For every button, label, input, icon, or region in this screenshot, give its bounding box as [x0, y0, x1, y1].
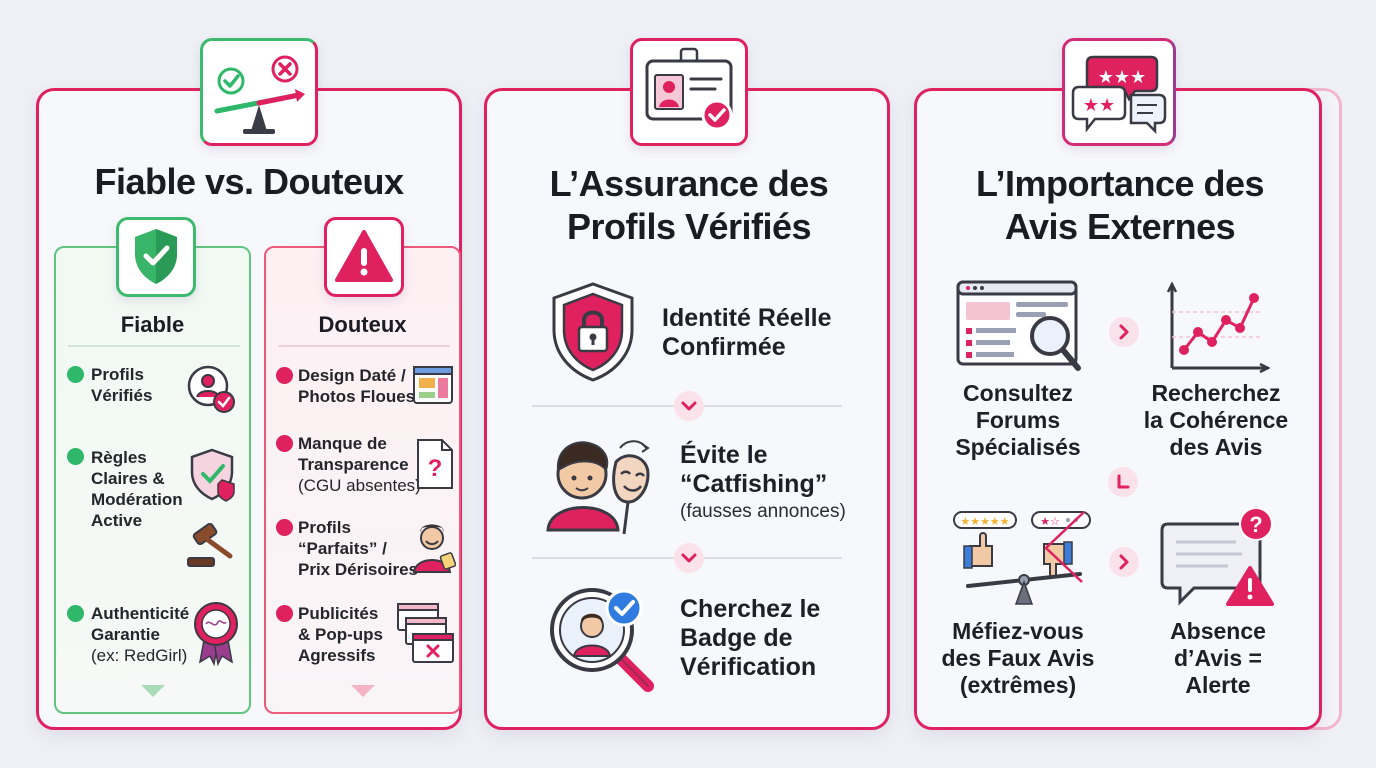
shield-lock-icon: [552, 282, 634, 382]
x-bullet-icon: [276, 367, 293, 384]
verified-user-icon: [187, 365, 235, 413]
balance-scale-icon: [214, 55, 305, 134]
verified-feature-2-note: (fausses annonces): [680, 501, 846, 522]
review-step-4: Absence d’Avis = Alerte: [1170, 618, 1266, 698]
verified-feature-2: Évite le “Catfishing”: [680, 441, 828, 498]
review-step-1: Consultez Forums Spécialisés: [955, 380, 1081, 460]
popup-windows-icon: [397, 603, 454, 663]
dated-website-icon: [413, 366, 453, 404]
check-bullet-icon: [67, 448, 84, 465]
chevron-turn-icon: [1108, 467, 1138, 497]
smiling-person-icon: [412, 524, 456, 573]
id-card-icon: [645, 47, 733, 131]
svg-text:★★★★★: ★★★★★: [960, 515, 1009, 528]
reliable-divider: [68, 345, 240, 347]
dubious-item-3: Profils “Parfaits” / Prix Dérisoires: [298, 518, 419, 579]
chevron-right-icon: [1109, 317, 1139, 347]
fake-reviews-scale-icon: ★★★★★ ★☆: [953, 511, 1091, 605]
id-card-badge: [630, 38, 748, 146]
down-arrow-icon: [351, 685, 375, 697]
question-document-icon: ?: [417, 439, 453, 489]
chevron-down-icon: [674, 391, 704, 421]
dubious-item-4: Publicités & Pop-ups Agressifs: [298, 604, 383, 665]
chevron-right-icon: [1109, 547, 1139, 577]
chevron-down-icon: [674, 543, 704, 573]
svg-text:★★★: ★★★: [1098, 67, 1146, 88]
x-bullet-icon: [276, 519, 293, 536]
warning-badge: [324, 217, 404, 297]
x-bullet-icon: [276, 435, 293, 452]
reliable-title: Fiable: [120, 312, 185, 337]
svg-text:★☆: ★☆: [1040, 515, 1060, 528]
dubious-item-2: Manque de Transparence (CGU absentes): [298, 434, 421, 495]
chat-stars-badge: ★★★ ★★: [1062, 38, 1176, 146]
shield-check-small-icon: [190, 448, 235, 502]
external-reviews-panel: [914, 88, 1322, 730]
dubious-divider: [278, 345, 450, 347]
dubious-item-1: Design Daté / Photos Floues: [298, 366, 416, 406]
gavel-icon: [187, 522, 233, 567]
person-mask-icon: [546, 440, 650, 535]
verified-feature-1: Identité Réelle Confirmée: [662, 304, 832, 361]
check-bullet-icon: [67, 605, 84, 622]
down-arrow-icon: [141, 685, 165, 697]
dubious-title: Douteux: [318, 312, 407, 337]
verified-title: L’Assurance des Profils Vérifiés: [549, 163, 829, 247]
balance-badge: [200, 38, 318, 146]
svg-text:★★: ★★: [1083, 95, 1115, 116]
reliable-item-1: Profils Vérifiés: [91, 365, 153, 405]
check-bullet-icon: [67, 366, 84, 383]
chat-stars-icon: ★★★ ★★: [1071, 55, 1167, 135]
trend-chart-icon: [1166, 282, 1270, 374]
rosette-award-icon: [194, 602, 238, 666]
empty-review-alert-icon: ?: [1160, 507, 1274, 606]
warning-triangle-icon: [335, 230, 393, 282]
reliable-item-3: Authenticité Garantie (ex: RedGirl): [91, 604, 190, 665]
review-step-2: Recherchez la Cohérence des Avis: [1143, 380, 1289, 460]
verified-feature-3: Cherchez le Badge de Vérification: [680, 595, 821, 681]
reliable-item-2: Règles Claires & Modération Active: [91, 448, 183, 530]
comparison-title: Fiable vs. Douteux: [94, 161, 404, 202]
shield-check-icon: [135, 229, 177, 284]
reviews-title: L’Importance des Avis Externes: [975, 163, 1265, 247]
svg-text:?: ?: [428, 455, 443, 482]
shield-badge: [116, 217, 196, 297]
x-bullet-icon: [276, 605, 293, 622]
svg-text:?: ?: [1249, 512, 1262, 537]
magnifier-badge-icon: [550, 588, 654, 692]
review-step-3: Méfiez-vous des Faux Avis (extrêmes): [941, 618, 1095, 698]
forum-search-icon: [956, 280, 1081, 371]
